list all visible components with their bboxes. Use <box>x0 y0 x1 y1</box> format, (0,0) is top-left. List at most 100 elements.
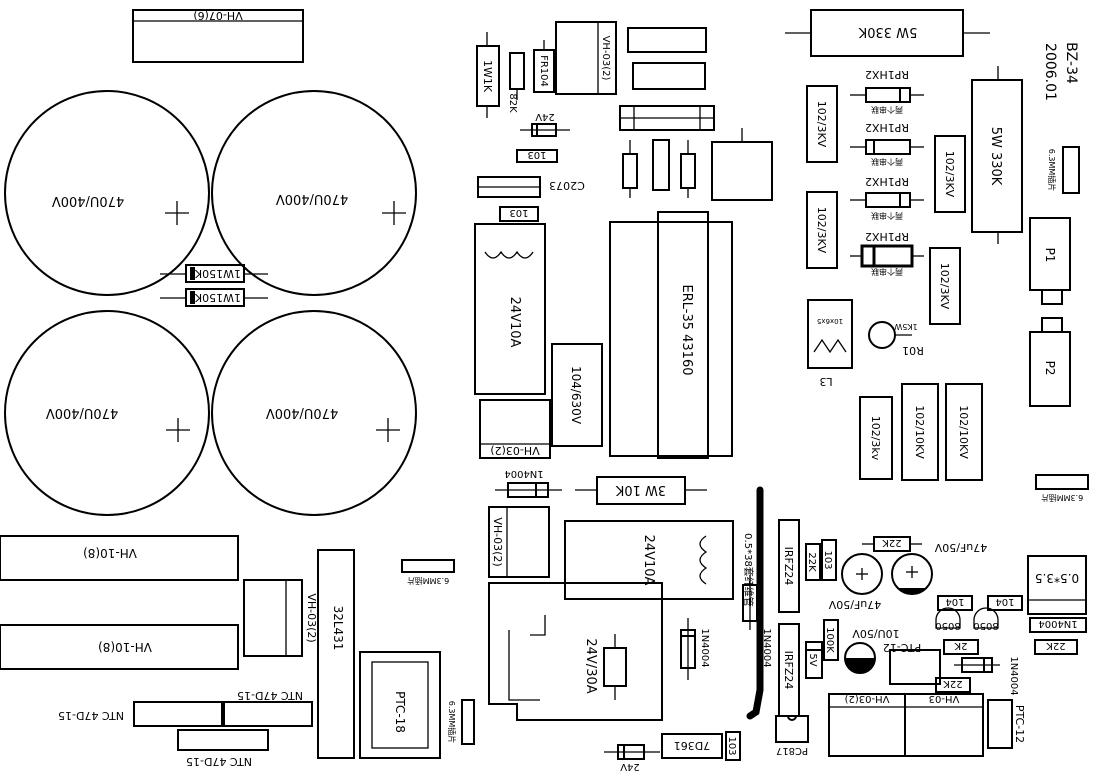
svg-text:C2073: C2073 <box>549 179 585 192</box>
optocoupler-pc817: PC817 <box>775 715 809 756</box>
svg-text:RP1HX2: RP1HX2 <box>865 230 909 243</box>
res-22k-bottom: 22K <box>935 677 971 693</box>
svg-text:IRFZ24: IRFZ24 <box>782 651 795 690</box>
resistor-r01: 1K5W R01 <box>868 321 924 357</box>
svg-text:NTC 47D-15: NTC 47D-15 <box>186 755 252 768</box>
cap-47uf-a: 47uF/50V <box>828 553 883 611</box>
cap-102-3kv-1: 102/3KV <box>806 85 838 163</box>
cap-10u-50v: 10U/50V <box>844 627 900 674</box>
diode-5v: 5V <box>805 641 823 679</box>
res-104-a: 104 <box>937 595 973 611</box>
svg-text:3W 10K: 3W 10K <box>615 482 666 497</box>
svg-text:24V10A: 24V10A <box>507 297 522 348</box>
svg-text:两个串联: 两个串联 <box>871 211 903 220</box>
svg-text:两个串联: 两个串联 <box>871 157 903 166</box>
cap-470u-bottom-right: 470U/400V <box>211 310 417 516</box>
svg-text:82K: 82K <box>507 93 518 113</box>
svg-text:VH-03(2): VH-03(2) <box>490 444 539 457</box>
cap-102-10kv-1: 102/10KV <box>901 383 939 481</box>
connector-vh03-br-a: VH-03(2) <box>828 693 906 757</box>
resistor-rp1hx2-4: RP1HX2 两个串联 <box>850 230 924 276</box>
connector-vh07: VH-07(6) <box>132 9 304 63</box>
cap-102-10kv-2: 102/10KV <box>945 383 983 481</box>
svg-text:R01: R01 <box>902 344 924 357</box>
svg-text:22K: 22K <box>806 552 817 572</box>
svg-text:1K5W: 1K5W <box>894 322 917 331</box>
svg-text:102/3kv: 102/3kv <box>869 416 882 461</box>
svg-text:8050: 8050 <box>935 620 960 631</box>
board-model: BZ-34 2006.01 <box>1042 42 1079 101</box>
connector-vh03-small: VH-03(2) <box>488 506 550 578</box>
svg-text:FR104: FR104 <box>538 55 549 87</box>
svg-text:VH-10(8): VH-10(8) <box>98 640 152 654</box>
cap-104-630v: 104/630V <box>551 343 603 447</box>
header-block-c <box>619 105 715 131</box>
diode-24v-bottom: 24V <box>604 744 660 772</box>
cap-470u-bottom-left: 470U/400V <box>4 310 210 516</box>
connector-p2: P2 <box>1029 317 1071 407</box>
svg-text:1N4004: 1N4004 <box>1038 618 1077 629</box>
svg-text:102/10KV: 102/10KV <box>913 405 926 459</box>
res-103-c: 103 <box>821 539 837 581</box>
svg-text:RP1HX2: RP1HX2 <box>865 121 909 134</box>
svg-text:103: 103 <box>822 550 833 569</box>
svg-text:P2: P2 <box>1043 361 1057 376</box>
fuse-0-5x3-5: 0.5*3.5 <box>1027 555 1087 615</box>
svg-text:VH-03(2): VH-03(2) <box>491 517 504 566</box>
connector-vh10-a: VH-10(8) <box>0 535 239 581</box>
svg-text:24V/30A: 24V/30A <box>583 638 598 693</box>
svg-text:7D361: 7D361 <box>674 739 710 752</box>
connector-vh03-br-b: VH-03 <box>904 693 984 757</box>
svg-text:0.5*38套纤维管: 0.5*38套纤维管 <box>742 533 755 607</box>
resistor-82k: 82K <box>507 52 525 113</box>
svg-text:103: 103 <box>726 736 737 755</box>
mosfet-irfz24-a: IRFZ24 <box>778 519 800 613</box>
cap-label: 470U/400V <box>276 191 349 206</box>
res-104-b: 104 <box>987 595 1023 611</box>
svg-text:NTC 47D-15: NTC 47D-15 <box>58 709 124 722</box>
resistor-rp1hx2-2: RP1HX2 两个串联 <box>850 121 924 166</box>
resistor-1w150k-b: 1W150K <box>160 288 268 307</box>
relay-24v10a-mid: 24V10A <box>564 520 734 600</box>
ic-7d361: 7D361 <box>661 733 723 759</box>
svg-text:BZ-34: BZ-34 <box>1063 42 1079 84</box>
svg-text:ERL-35 43160: ERL-35 43160 <box>679 285 694 376</box>
svg-text:47uF/50V: 47uF/50V <box>934 541 987 554</box>
res-103-b: 103 <box>499 206 539 222</box>
diode-1n4004-a: 1N4004 <box>495 468 562 498</box>
svg-text:L3: L3 <box>819 375 832 388</box>
svg-text:VH-03: VH-03 <box>929 693 960 704</box>
square-part <box>711 141 773 201</box>
tab-6-3mm-d: 6.3MM插片 <box>447 699 475 745</box>
res-22k-vertical: 22K <box>805 543 821 581</box>
ptc-12-b: PTC-12 <box>987 699 1026 749</box>
svg-text:22K: 22K <box>943 678 963 689</box>
transformer-erl35: ERL-35 43160 <box>609 211 733 459</box>
cap-label: 470U/400V <box>266 405 339 420</box>
svg-text:24V: 24V <box>620 761 640 772</box>
svg-text:6.3MM插片: 6.3MM插片 <box>407 576 450 586</box>
svg-text:VH-03(2): VH-03(2) <box>600 36 611 81</box>
res-103-a: 103 <box>516 149 558 163</box>
svg-text:102/3KV: 102/3KV <box>815 101 828 148</box>
svg-text:RP1HX2: RP1HX2 <box>865 175 909 188</box>
svg-text:8050: 8050 <box>973 620 998 631</box>
connector-vh03-left: VH-03(2) <box>243 579 318 657</box>
svg-text:5V: 5V <box>807 653 818 666</box>
svg-text:两个串联: 两个串联 <box>871 267 903 276</box>
svg-text:6.3MM插片: 6.3MM插片 <box>1047 149 1057 192</box>
resistor-rp1hx2-1: RP1HX2 两个串联 <box>850 68 924 114</box>
relay-24v10a-top: 24V10A <box>474 223 546 395</box>
svg-text:102/10KV: 102/10KV <box>957 405 970 459</box>
svg-text:6.3MM插片: 6.3MM插片 <box>1041 493 1084 503</box>
svg-text:10U/50V: 10U/50V <box>852 627 900 640</box>
svg-text:PC817: PC817 <box>776 745 808 756</box>
svg-text:1W150K: 1W150K <box>194 267 241 280</box>
svg-text:RP1HX2: RP1HX2 <box>865 68 909 81</box>
svg-text:102/3KV: 102/3KV <box>943 151 956 198</box>
svg-text:32L431: 32L431 <box>331 606 345 651</box>
res-2k: 2K <box>943 639 979 655</box>
svg-text:102/3KV: 102/3KV <box>938 263 951 310</box>
svg-text:P1: P1 <box>1043 248 1057 263</box>
svg-text:104: 104 <box>945 596 964 607</box>
